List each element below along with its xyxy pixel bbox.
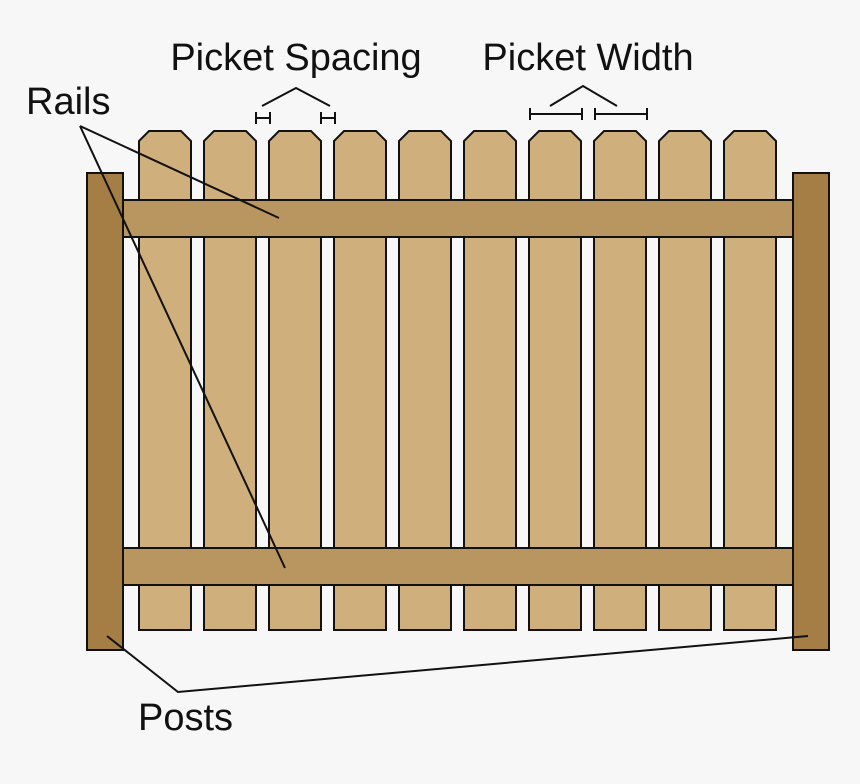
picket-spacing-dimension	[255, 86, 336, 124]
picket-spacing-label: Picket Spacing	[170, 37, 421, 79]
picket	[528, 130, 582, 631]
picket	[398, 130, 452, 631]
posts-label: Posts	[138, 697, 233, 739]
right-post	[792, 172, 830, 651]
rails-label: Rails	[26, 81, 110, 123]
picket	[138, 130, 192, 631]
picket	[203, 130, 257, 631]
picket	[723, 130, 777, 631]
picket	[333, 130, 387, 631]
pickets-group	[138, 130, 777, 631]
left-post	[86, 172, 124, 651]
picket	[658, 130, 712, 631]
rails-leader-lines	[79, 125, 286, 569]
picket	[593, 130, 647, 631]
top-rail	[121, 199, 795, 238]
picket	[268, 130, 322, 631]
picket-width-dimension	[529, 84, 648, 120]
posts-leader-lines	[106, 635, 809, 694]
bottom-rail	[121, 547, 795, 586]
picket-width-label: Picket Width	[482, 37, 693, 79]
picket	[463, 130, 517, 631]
